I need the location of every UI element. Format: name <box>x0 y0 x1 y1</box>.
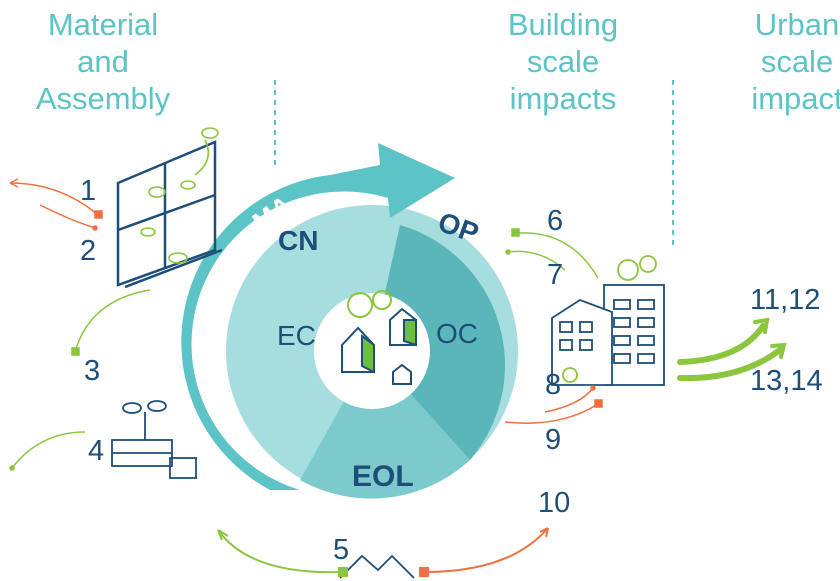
number-9: 9 <box>545 424 562 456</box>
heading-material-and-assembly: Material and Assembly <box>8 6 198 117</box>
arrow-2 <box>39 204 98 231</box>
number-8: 8 <box>545 369 562 401</box>
heading-line: Urban <box>754 7 840 42</box>
arrow-8 <box>544 385 596 413</box>
end-of-life-segment <box>300 351 470 499</box>
arrow-11-12 <box>677 317 787 382</box>
heading-urban-scale: Urban scale impact <box>722 6 840 117</box>
heading-line: impacts <box>509 81 617 116</box>
label-ec: EC <box>277 320 316 351</box>
number-13-14: 13,14 <box>750 365 823 397</box>
number-11-12: 11,12 <box>750 284 821 316</box>
arrow-6 <box>511 228 599 279</box>
number-2: 2 <box>80 235 97 267</box>
arrow-1 <box>9 178 103 219</box>
number-1: 1 <box>80 175 97 207</box>
raw-material-icon <box>339 554 415 579</box>
heading-line: Assembly <box>35 81 171 116</box>
number-5: 5 <box>333 534 350 566</box>
material-arc-arrow <box>181 143 456 490</box>
houses-icon <box>341 290 417 385</box>
heading-line: Building <box>507 7 619 42</box>
arrow-7 <box>505 249 566 271</box>
heading-line: scale <box>526 44 600 79</box>
heading-line: impact <box>751 81 840 116</box>
arrow-10 <box>419 527 549 577</box>
arrow-3 <box>71 289 151 356</box>
label-cn: CN <box>278 225 319 256</box>
number-10: 10 <box>538 487 571 519</box>
buildings-icon <box>551 255 665 386</box>
label-eol: EOL <box>352 460 414 493</box>
green-window-icon <box>116 127 223 289</box>
plant-bricks-icon <box>111 400 197 479</box>
number-7: 7 <box>547 259 564 291</box>
arrow-5 <box>217 529 348 577</box>
arrow-9 <box>504 399 603 424</box>
heading-line: scale <box>760 44 834 79</box>
arrow-4 <box>9 431 86 471</box>
heading-line: and <box>77 44 129 79</box>
number-3: 3 <box>84 355 101 387</box>
heading-line: Material <box>47 7 159 42</box>
operation-segment <box>372 225 506 460</box>
heading-building-scale: Building scale impacts <box>488 6 638 117</box>
number-6: 6 <box>547 205 564 237</box>
label-oc: OC <box>436 318 478 349</box>
number-4: 4 <box>88 435 105 467</box>
